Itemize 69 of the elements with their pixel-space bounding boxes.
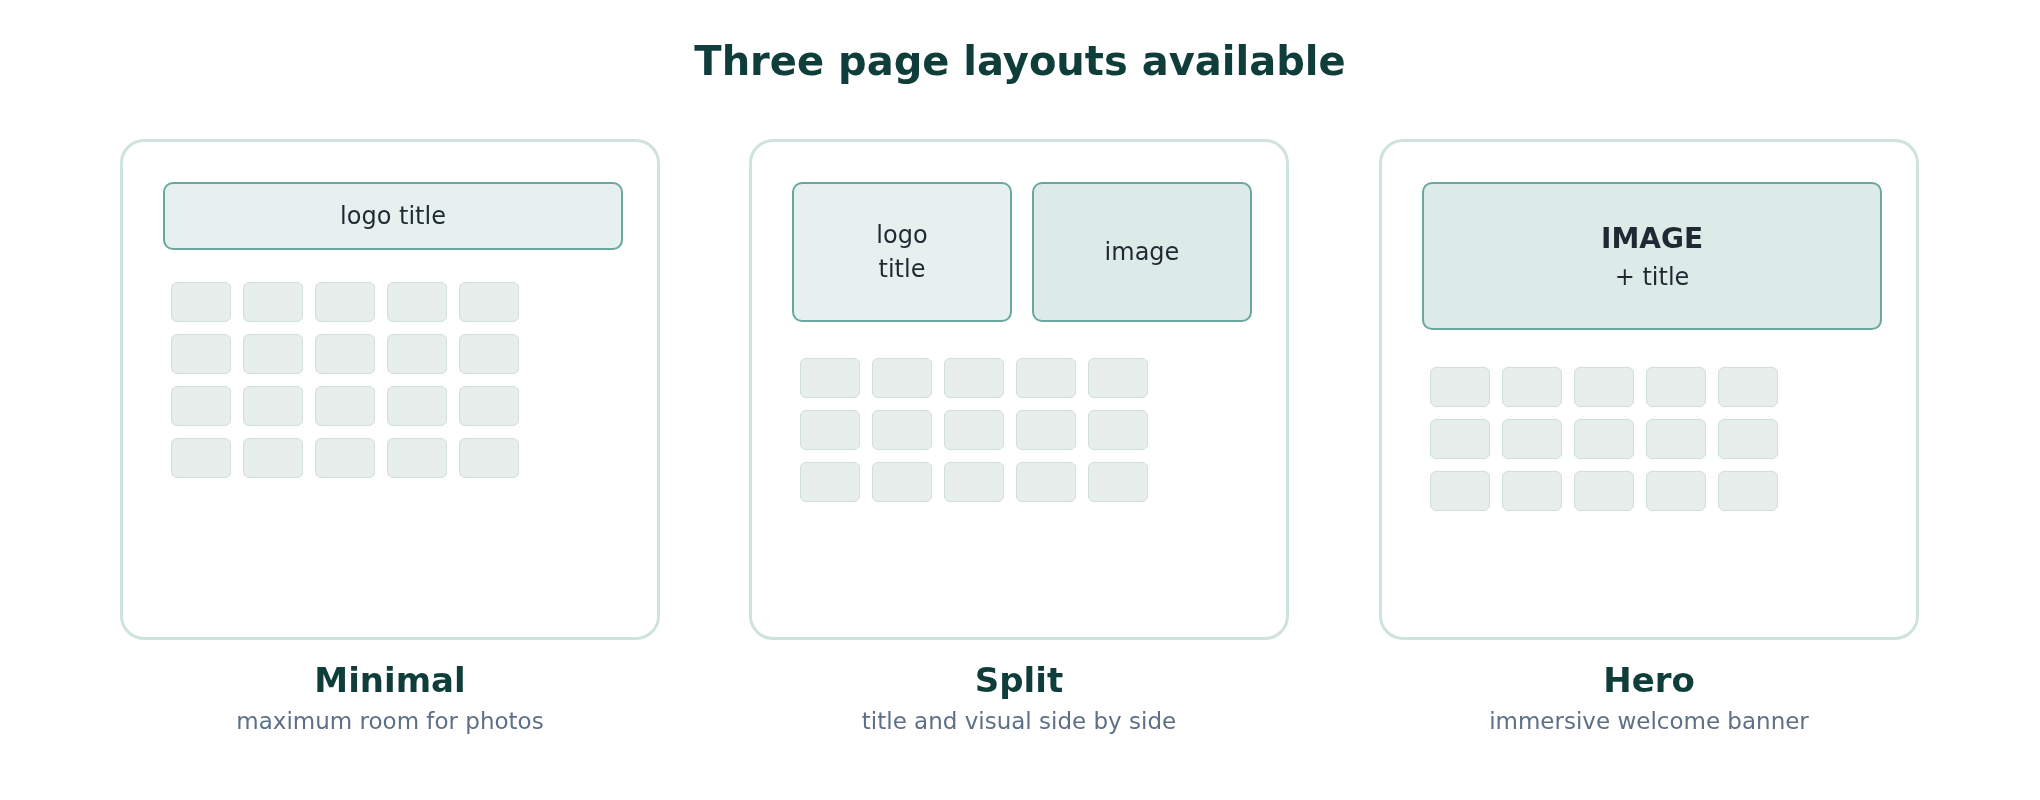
header-block bbox=[1032, 182, 1252, 322]
photo-thumbnail bbox=[800, 410, 860, 450]
photo-thumbnail bbox=[1718, 419, 1778, 459]
photo-thumbnail bbox=[1718, 367, 1778, 407]
photo-thumbnail bbox=[944, 410, 1004, 450]
layout-card bbox=[120, 139, 660, 640]
photo-thumbnail bbox=[459, 438, 519, 478]
photo-thumbnail bbox=[171, 334, 231, 374]
photo-thumbnail bbox=[315, 438, 375, 478]
layout-name: Minimal bbox=[313, 660, 467, 700]
photo-thumbnail bbox=[1574, 367, 1634, 407]
photo-thumbnail bbox=[1502, 471, 1562, 511]
header-text: logo title bbox=[340, 202, 446, 230]
photo-thumbnail bbox=[243, 334, 303, 374]
layout-card bbox=[1379, 139, 1919, 640]
photo-thumbnail bbox=[171, 386, 231, 426]
layout-name: Hero bbox=[1602, 660, 1696, 700]
photo-thumbnail bbox=[1502, 367, 1562, 407]
photo-thumbnail bbox=[315, 386, 375, 426]
photo-thumbnail bbox=[387, 334, 447, 374]
photo-thumbnail bbox=[1646, 367, 1706, 407]
photo-thumbnail bbox=[1016, 462, 1076, 502]
photo-thumbnail bbox=[171, 282, 231, 322]
photo-thumbnail bbox=[459, 282, 519, 322]
photo-thumbnail bbox=[1016, 410, 1076, 450]
photo-thumbnail bbox=[1088, 410, 1148, 450]
header-text: + title bbox=[1614, 262, 1690, 291]
photo-thumbnail bbox=[1016, 358, 1076, 398]
photo-thumbnail bbox=[872, 358, 932, 398]
photo-thumbnail bbox=[243, 386, 303, 426]
photo-thumbnail bbox=[1646, 419, 1706, 459]
photo-thumbnail bbox=[315, 282, 375, 322]
photo-thumbnail bbox=[944, 358, 1004, 398]
photo-thumbnail bbox=[171, 438, 231, 478]
photo-thumbnail bbox=[800, 462, 860, 502]
photo-thumbnail bbox=[872, 462, 932, 502]
photo-thumbnail bbox=[243, 282, 303, 322]
photo-thumbnail bbox=[1718, 471, 1778, 511]
photo-thumbnail bbox=[1646, 471, 1706, 511]
photo-thumbnail bbox=[1574, 471, 1634, 511]
layout-card bbox=[749, 139, 1289, 640]
photo-thumbnail bbox=[800, 358, 860, 398]
photo-thumbnail bbox=[459, 334, 519, 374]
photo-thumbnail bbox=[1502, 419, 1562, 459]
header-block bbox=[163, 182, 623, 250]
photo-thumbnail bbox=[1088, 358, 1148, 398]
photo-thumbnail bbox=[1430, 419, 1490, 459]
header-text: IMAGE bbox=[1600, 221, 1704, 255]
photo-thumbnail bbox=[387, 438, 447, 478]
layout-description: title and visual side by side bbox=[860, 708, 1178, 734]
layout-description: maximum room for photos bbox=[235, 708, 545, 734]
photo-thumbnail bbox=[872, 410, 932, 450]
photo-thumbnail bbox=[459, 386, 519, 426]
photo-thumbnail bbox=[1430, 367, 1490, 407]
photo-thumbnail bbox=[315, 334, 375, 374]
photo-thumbnail bbox=[387, 386, 447, 426]
photo-thumbnail bbox=[1088, 462, 1148, 502]
header-text: logo title bbox=[875, 220, 929, 285]
page-title: Three page layouts available bbox=[693, 38, 1347, 84]
header-block bbox=[1422, 182, 1882, 330]
photo-thumbnail bbox=[1574, 419, 1634, 459]
photo-thumbnail bbox=[387, 282, 447, 322]
photo-thumbnail bbox=[243, 438, 303, 478]
header-text: image bbox=[1104, 238, 1180, 266]
photo-thumbnail bbox=[1430, 471, 1490, 511]
layout-name: Split bbox=[973, 660, 1065, 700]
header-block bbox=[792, 182, 1012, 322]
photo-thumbnail bbox=[944, 462, 1004, 502]
layout-description: immersive welcome banner bbox=[1488, 708, 1810, 734]
